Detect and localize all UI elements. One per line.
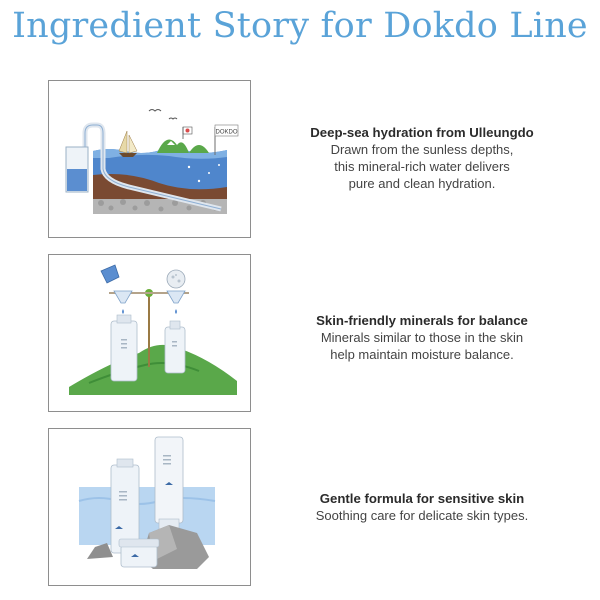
minerals-illustration xyxy=(48,254,251,412)
dokdo-flag-label: DOKDO xyxy=(215,130,237,136)
deep-sea-illustration: DOKDO xyxy=(48,80,251,238)
section-gentle-text: Gentle formula for sensitive skin Soothi… xyxy=(272,490,572,524)
section-description-line: Minerals similar to those in the skin xyxy=(320,330,524,345)
section-description-line: Soothing care for delicate skin types. xyxy=(315,508,529,523)
products-on-rocks-icon xyxy=(78,436,216,569)
section-heading: Skin-friendly minerals for balance xyxy=(316,313,528,328)
gentle-formula-illustration xyxy=(48,428,251,586)
section-description-line: pure and clean hydration. xyxy=(348,176,496,191)
section-description-line: Drawn from the sunless depths, xyxy=(330,142,514,157)
balance-scale-icon xyxy=(69,264,237,395)
section-heading: Deep-sea hydration from Ulleungdo xyxy=(310,125,534,140)
section-description-line: help maintain moisture balance. xyxy=(330,347,514,362)
section-deep-sea-text: Deep-sea hydration from Ulleungdo Drawn … xyxy=(272,124,572,192)
section-heading: Gentle formula for sensitive skin xyxy=(319,491,525,506)
page-title: Ingredient Story for Dokdo Line xyxy=(12,6,588,46)
section-description-line: this mineral-rich water delivers xyxy=(334,159,510,174)
ocean-cross-section-icon: DOKDO xyxy=(65,109,239,214)
section-minerals-text: Skin-friendly minerals for balance Miner… xyxy=(272,312,572,363)
